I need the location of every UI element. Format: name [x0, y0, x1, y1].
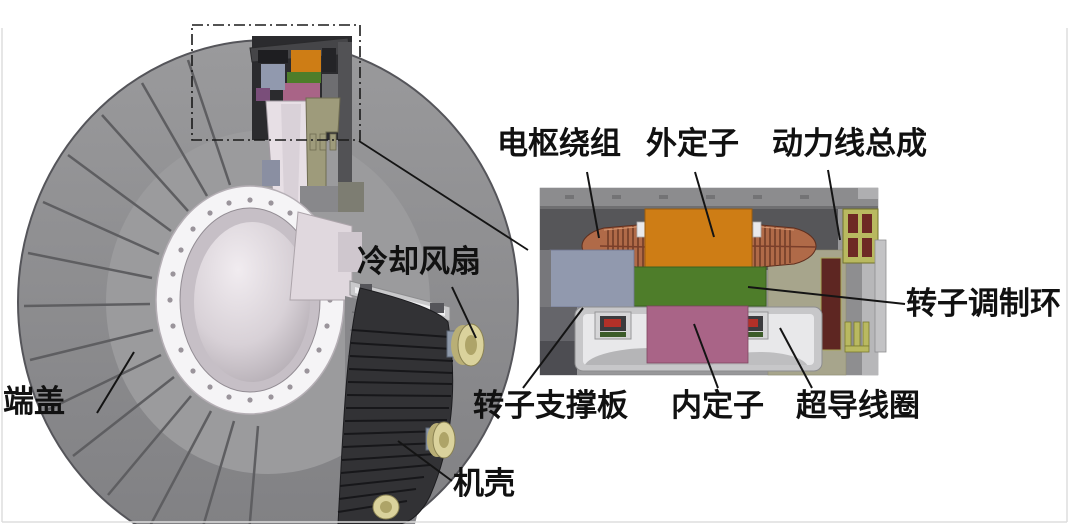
section-gray-block — [300, 186, 338, 212]
mini-inner-stator — [283, 83, 320, 101]
mini-support-plate — [261, 64, 285, 90]
leader-rotor-support-plate — [522, 307, 584, 389]
stator-tab-left — [636, 221, 646, 238]
mini-gray-block — [322, 74, 338, 100]
support-plate-dark-strip — [540, 250, 551, 307]
olive-tooth — [329, 133, 337, 151]
olive-tooth — [309, 133, 317, 151]
mini-purple-block — [256, 88, 270, 101]
leader-armature-winding — [586, 171, 600, 239]
leader-rotor-modulation-ring — [747, 286, 906, 305]
leader-cooling-fan — [451, 286, 477, 339]
bore-surface — [194, 222, 310, 382]
leader-inner-stator — [693, 323, 719, 389]
detail-top-band-edge — [540, 206, 878, 209]
cooling-fan-middle — [425, 421, 456, 459]
fan-core — [439, 432, 449, 448]
power-line-assembly-connector — [842, 208, 879, 264]
fan-core — [380, 501, 392, 513]
fan-core — [465, 335, 477, 355]
section-olive-block — [338, 182, 364, 212]
power-line-channel — [820, 257, 842, 351]
modulation-ring-block — [632, 266, 767, 307]
cooling-fan-top — [446, 323, 485, 367]
leader-superconducting-coil — [779, 327, 813, 389]
leader-casing — [397, 440, 453, 482]
figure-edge-lines — [1, 28, 1068, 523]
label-end-cover: 端盖 — [3, 384, 65, 419]
detail-view — [539, 187, 887, 376]
detail-right-protrusion — [874, 239, 887, 353]
mini-dark-block2 — [322, 48, 336, 72]
label-superconducting-coil: 超导线圈 — [796, 388, 920, 423]
label-outer-stator: 外定子 — [646, 126, 739, 161]
leader-power-line-assembly — [827, 169, 841, 241]
section-right-rim — [338, 42, 352, 210]
leader-outer-stator — [694, 171, 715, 238]
leader-end-cover — [96, 351, 135, 414]
label-power-line-assembly: 动力线总成 — [772, 126, 927, 161]
zoom-connector-line — [358, 140, 529, 251]
mini-modulation-ring — [287, 72, 321, 83]
main-motor-view — [17, 36, 519, 524]
zoom-region-box — [191, 24, 361, 141]
stator-tab-right — [752, 221, 762, 238]
rotor-top-dark — [360, 284, 372, 292]
rotor-top-dark2 — [430, 303, 444, 313]
label-rotor-support-plate: 转子支撑板 — [473, 388, 628, 423]
mini-outer-stator — [291, 50, 321, 72]
power-line-comb — [844, 321, 870, 353]
support-plate-block — [549, 249, 635, 308]
label-casing: 机壳 — [453, 466, 515, 501]
flange-bolt-holes — [167, 197, 333, 403]
label-armature-winding: 电枢绕组 — [497, 126, 621, 161]
label-inner-stator: 内定子 — [671, 388, 764, 423]
annotations — [96, 24, 906, 482]
hub-step — [338, 232, 362, 272]
label-rotor-modulation-ring: 转子调制环 — [906, 286, 1061, 321]
end-cover-fins — [23, 59, 260, 524]
outer-stator-block — [644, 208, 753, 268]
sc-coil-left — [594, 311, 632, 340]
cooling-fan-bottom — [372, 494, 400, 520]
armature-winding-right — [749, 223, 817, 269]
casing-drum — [337, 280, 485, 524]
section-lavender-low — [262, 160, 280, 186]
olive-tooth — [319, 133, 327, 151]
mini-dark-block — [258, 50, 288, 63]
detail-top-notch — [858, 188, 878, 199]
detail-top-ticks — [565, 195, 809, 199]
label-cooling-fan: 冷却风扇 — [357, 244, 481, 279]
